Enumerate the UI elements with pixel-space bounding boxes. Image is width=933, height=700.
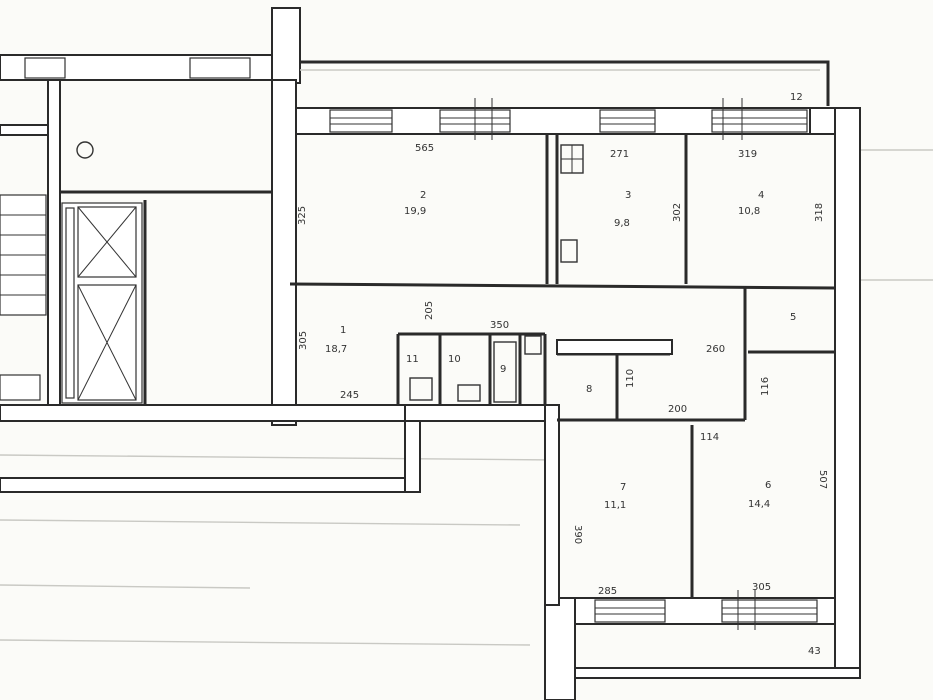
room-4-number: 4 xyxy=(758,190,764,201)
room-5-number: 5 xyxy=(790,312,796,323)
fixtures xyxy=(409,144,584,403)
dim-507: 507 xyxy=(817,470,828,489)
dim-325: 325 xyxy=(297,206,308,225)
dim-302: 302 xyxy=(672,203,683,222)
dim-114: 114 xyxy=(700,432,719,443)
sink-icon xyxy=(560,239,578,263)
dimension-labels: 565 271 319 12 325 302 318 305 205 350 2… xyxy=(297,92,828,657)
room-labels: 2 19,9 3 9,8 4 10,8 1 18,7 5 6 14,4 7 11… xyxy=(325,190,796,511)
toilet-icon xyxy=(409,377,433,401)
dim-200: 200 xyxy=(668,404,687,415)
dim-43: 43 xyxy=(808,646,821,657)
dim-350: 350 xyxy=(490,320,509,331)
stairwell xyxy=(0,79,272,406)
dim-305: 305 xyxy=(298,331,309,350)
dim-390: 390 xyxy=(572,525,583,544)
room-3-area: 9,8 xyxy=(614,218,630,229)
room-9-number: 9 xyxy=(500,364,506,375)
room-8-number: 8 xyxy=(586,384,592,395)
dim-12: 12 xyxy=(790,92,803,103)
background-ghost-lines xyxy=(0,149,933,646)
dim-110: 110 xyxy=(625,369,636,388)
room-7-number: 7 xyxy=(620,482,626,493)
chute-icon xyxy=(76,141,94,159)
dim-271: 271 xyxy=(610,149,629,160)
bathtub-icon xyxy=(493,341,517,403)
washbasin-icon xyxy=(457,384,481,402)
room-11-number: 11 xyxy=(406,354,419,365)
interior-walls xyxy=(289,134,836,598)
dim-205: 205 xyxy=(424,301,435,320)
dim-565: 565 xyxy=(415,143,434,154)
door-swing-icon xyxy=(524,335,542,355)
room-2-area: 19,9 xyxy=(404,206,426,217)
dim-285: 285 xyxy=(598,586,617,597)
room-3-number: 3 xyxy=(625,190,631,201)
dim-305-bottom: 305 xyxy=(752,582,771,593)
dim-260: 260 xyxy=(706,344,725,355)
room-7-area: 11,1 xyxy=(604,500,626,511)
room-1-area: 18,7 xyxy=(325,344,347,355)
room-6-number: 6 xyxy=(765,480,771,491)
room-1-number: 1 xyxy=(340,325,346,336)
room-2-number: 2 xyxy=(420,190,426,201)
exterior-walls xyxy=(0,7,861,700)
dim-245: 245 xyxy=(340,390,359,401)
dim-116: 116 xyxy=(760,377,771,396)
room-10-number: 10 xyxy=(448,354,461,365)
dim-319: 319 xyxy=(738,149,757,160)
dim-318: 318 xyxy=(814,203,825,222)
windows xyxy=(24,57,818,630)
room-4-area: 10,8 xyxy=(738,206,760,217)
room-6-area: 14,4 xyxy=(748,499,770,510)
top-balcony xyxy=(300,60,830,106)
